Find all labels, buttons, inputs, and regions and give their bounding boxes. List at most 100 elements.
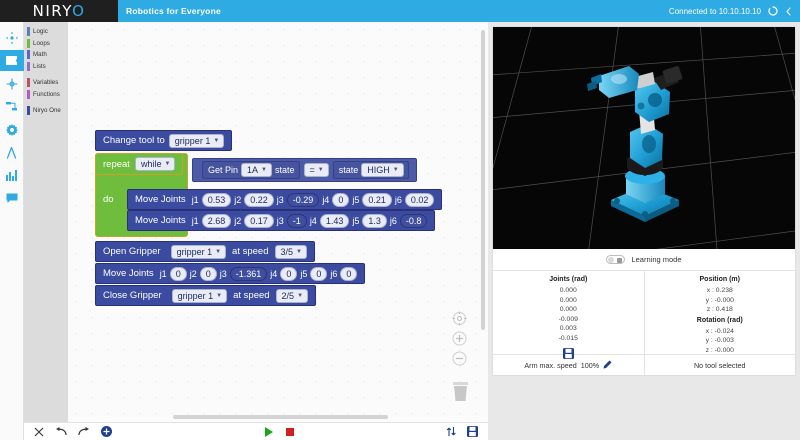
center-target-icon[interactable] bbox=[451, 310, 468, 327]
block-close-gripper[interactable]: Close Gripper gripper 1▼ at speed 2/5▼ bbox=[95, 285, 317, 306]
learning-mode-toggle[interactable] bbox=[606, 255, 626, 264]
blockly-toolbox: Logic Loops Math Lists Variables Functio… bbox=[24, 22, 68, 422]
block-condition-compare[interactable]: Get Pin 1A▼ state =▼ state HIGH▼ bbox=[192, 158, 417, 182]
operator-dropdown[interactable]: =▼ bbox=[303, 163, 329, 177]
block-change-tool[interactable]: Change tool to gripper 1▼ bbox=[95, 130, 233, 151]
repeat-mode-dropdown[interactable]: while▼ bbox=[134, 157, 176, 171]
workspace-vertical-scrollbar[interactable] bbox=[481, 30, 485, 330]
sequence-icon[interactable] bbox=[0, 96, 24, 117]
block-open-gripper[interactable]: Open Gripper gripper 1▼ at speed 3/5▼ bbox=[95, 241, 315, 262]
category-color-swatch bbox=[27, 89, 30, 99]
toolbox-item-math[interactable]: Math bbox=[24, 49, 68, 61]
joint-value-j6[interactable]: 0.02 bbox=[404, 192, 435, 207]
block-move-joints-3[interactable]: Move Joints j1 0 j2 0 j3 -1.361 j4 0 j5 … bbox=[95, 263, 366, 284]
gripper-dropdown[interactable]: gripper 1▼ bbox=[170, 244, 227, 259]
gripper-dropdown[interactable]: gripper 1▼ bbox=[171, 288, 228, 303]
joint-value-j2[interactable]: 0 bbox=[199, 266, 217, 281]
category-color-swatch bbox=[27, 61, 30, 71]
block-move-joints-1[interactable]: Move Joints j1 0.53 j2 0.22 j3 -0.29 j4 … bbox=[127, 189, 443, 210]
joint-value-j1[interactable]: 0 bbox=[169, 266, 187, 281]
toolbox-item-variables[interactable]: Variables bbox=[24, 77, 68, 89]
stop-icon[interactable] bbox=[285, 427, 294, 436]
tool-dropdown[interactable]: gripper 1▼ bbox=[168, 133, 225, 148]
block-body: Move Joints j1 0.53 j2 0.22 j3 -0.29 j4 … bbox=[127, 189, 443, 210]
trash-icon[interactable] bbox=[451, 380, 470, 407]
close-x-icon[interactable] bbox=[34, 427, 44, 437]
toolbox-item-logic[interactable]: Logic bbox=[24, 26, 68, 38]
toolbox-item-functions[interactable]: Functions bbox=[24, 89, 68, 101]
get-pin-subblock[interactable]: Get Pin 1A▼ state bbox=[202, 161, 300, 179]
niryo-logo: NIRYO bbox=[0, 0, 118, 22]
chart-icon[interactable] bbox=[0, 165, 24, 186]
compass-icon[interactable] bbox=[0, 142, 24, 163]
toolbox-item-niryo-one[interactable]: Niryo One bbox=[24, 105, 68, 117]
bottom-toolbar-right bbox=[446, 426, 488, 437]
play-icon[interactable] bbox=[264, 426, 273, 437]
status-row: Arm max. speed 100% No tool selected bbox=[493, 355, 795, 375]
joint-value-j2[interactable]: 0.17 bbox=[244, 213, 274, 228]
toolbox-label: Functions bbox=[33, 90, 60, 98]
chat-icon[interactable] bbox=[0, 188, 24, 209]
get-pin-label: Get Pin bbox=[208, 165, 239, 175]
joint-value-j3[interactable]: -0.29 bbox=[286, 192, 320, 207]
joint-value-j6[interactable]: 0 bbox=[340, 266, 358, 281]
calibration-icon[interactable] bbox=[0, 73, 24, 94]
joint-value-j1[interactable]: 2.68 bbox=[201, 213, 232, 228]
joint-value-j6[interactable]: -0.8 bbox=[399, 213, 428, 228]
move-icon[interactable] bbox=[0, 27, 24, 48]
joint-value-j4[interactable]: 1.43 bbox=[319, 213, 350, 228]
category-color-swatch bbox=[27, 106, 30, 116]
position-value-y: y : -0.000 bbox=[705, 296, 734, 304]
chevron-left-icon[interactable] bbox=[785, 7, 792, 16]
joint-value-j5[interactable]: 0 bbox=[310, 266, 328, 281]
block-repeat-header[interactable]: repeat while▼ bbox=[95, 153, 184, 175]
toolbox-item-loops[interactable]: Loops bbox=[24, 38, 68, 50]
category-color-swatch bbox=[27, 27, 30, 37]
block-body: Change tool to gripper 1▼ bbox=[95, 130, 233, 151]
niryo-robot-model bbox=[569, 48, 719, 228]
joint-value: 0.000 bbox=[559, 296, 577, 304]
state-dropdown[interactable]: HIGH▼ bbox=[361, 163, 404, 177]
arm-speed-cell[interactable]: Arm max. speed 100% bbox=[493, 355, 645, 375]
workspace-zoom-controls bbox=[451, 310, 468, 370]
joint-value-j3[interactable]: -1 bbox=[286, 213, 307, 228]
settings-icon[interactable] bbox=[0, 119, 24, 140]
joint-value-j3[interactable]: -1.361 bbox=[229, 266, 268, 281]
tool-status-cell: No tool selected bbox=[645, 355, 796, 375]
joint-value: 0.000 bbox=[559, 306, 577, 314]
joint-value-j2[interactable]: 0.22 bbox=[244, 192, 274, 207]
workspace-horizontal-scrollbar[interactable] bbox=[173, 415, 388, 419]
undo-icon[interactable] bbox=[55, 426, 67, 437]
block-move-joints-2[interactable]: Move Joints j1 2.68 j2 0.17 j3 -1 j4 1.4… bbox=[127, 210, 436, 231]
state-value-subblock[interactable]: state HIGH▼ bbox=[332, 161, 409, 179]
block-body: Move Joints j1 2.68 j2 0.17 j3 -1 j4 1.4… bbox=[127, 210, 436, 231]
save-icon[interactable] bbox=[467, 426, 478, 437]
joint-label-j1: j1 bbox=[191, 215, 199, 226]
pencil-icon[interactable] bbox=[603, 360, 612, 371]
toolbox-item-lists[interactable]: Lists bbox=[24, 61, 68, 73]
joint-label-j4: j4 bbox=[270, 268, 278, 279]
redo-icon[interactable] bbox=[78, 426, 90, 437]
rotation-value-z: z : -0.000 bbox=[705, 346, 734, 354]
joint-value-j4[interactable]: 0 bbox=[332, 192, 350, 207]
save-icon[interactable] bbox=[562, 346, 574, 364]
joint-value-j1[interactable]: 0.53 bbox=[201, 192, 232, 207]
block-body: Open Gripper gripper 1▼ at speed 3/5▼ bbox=[95, 241, 315, 262]
repeat-label: repeat bbox=[103, 158, 130, 170]
joint-value-j4[interactable]: 0 bbox=[280, 266, 298, 281]
transfer-icon[interactable] bbox=[446, 426, 456, 437]
plus-circle-icon[interactable] bbox=[101, 426, 112, 437]
joint-value-j5[interactable]: 1.3 bbox=[362, 213, 387, 228]
joint-value-j5[interactable]: 0.21 bbox=[362, 192, 392, 207]
speed-dropdown[interactable]: 2/5▼ bbox=[275, 288, 309, 303]
blocks-icon[interactable] bbox=[0, 50, 24, 71]
pin-dropdown[interactable]: 1A▼ bbox=[241, 163, 272, 177]
zoom-out-icon[interactable] bbox=[451, 350, 468, 367]
zoom-in-icon[interactable] bbox=[451, 330, 468, 347]
blockly-workspace[interactable]: Change tool to gripper 1▼ repeat while▼ … bbox=[68, 22, 488, 422]
joint-label-j6: j6 bbox=[394, 194, 402, 205]
joint-label-j5: j5 bbox=[352, 215, 360, 226]
spinner-icon[interactable] bbox=[768, 6, 778, 16]
robot-3d-viewport[interactable] bbox=[493, 27, 795, 249]
speed-dropdown[interactable]: 3/5▼ bbox=[274, 244, 307, 259]
